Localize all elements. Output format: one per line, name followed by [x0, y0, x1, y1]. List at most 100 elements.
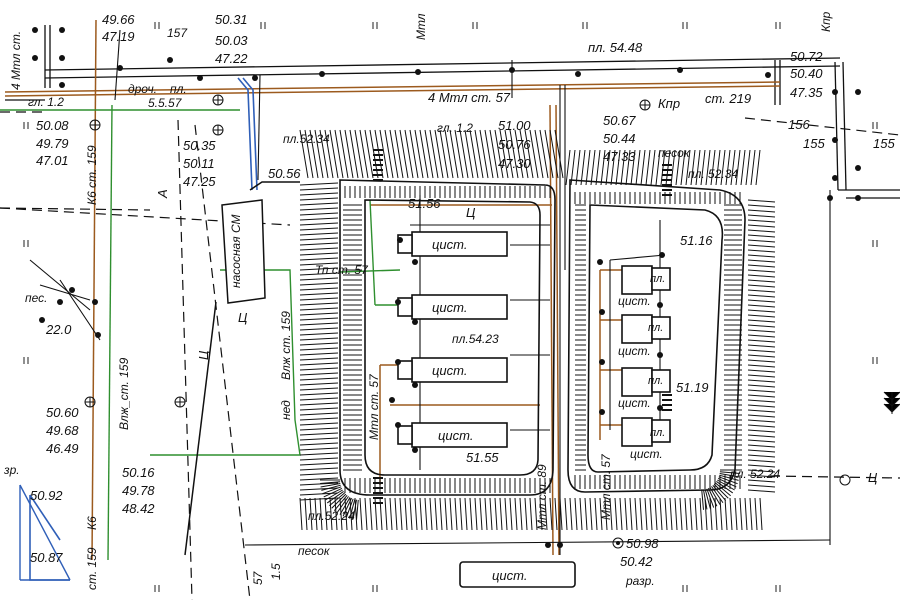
- grid-marks: [23, 22, 878, 592]
- pump-station: [184, 181, 300, 556]
- label-cist-4: цист.: [438, 428, 473, 443]
- label-val-5056: 50.56: [268, 166, 301, 181]
- label-nasosnaya: насосная СМ: [229, 214, 243, 288]
- label-zr: зр.: [3, 463, 20, 477]
- label-elev-center-2: 50.76: [498, 137, 531, 152]
- label-elev-left-bottom-2: 49.68: [46, 423, 79, 438]
- label-mtl-57-right: Мтл ст. 57: [599, 453, 613, 520]
- label-pl-5448: пл. 54.48: [588, 40, 643, 55]
- pipe-lines: [29, 29, 831, 555]
- label-dim-15: 1.5: [269, 563, 283, 580]
- label-tp-st-57: Тп ст. 57: [315, 263, 369, 277]
- label-gl-12-mid: гл. 1.2: [437, 121, 473, 135]
- label-dim-57: 57: [251, 570, 265, 585]
- label-vlj-159: Влж ст. 159: [279, 311, 293, 380]
- label-letter-c-right: Ц: [868, 470, 878, 485]
- label-cist-r1: цист.: [618, 294, 651, 308]
- label-k6-159: К6 ст. 159: [85, 145, 99, 205]
- label-mtl-4-mid: 4 Мтл ст. 57: [428, 90, 511, 105]
- label-mtl-57: Мтл ст. 57: [367, 373, 381, 440]
- label-pl-small: пл.: [170, 82, 187, 96]
- label-elev-right-top-2: 50.40: [790, 66, 823, 81]
- survey-wells: [84, 94, 851, 549]
- label-kpr-top-right: Кпр: [819, 11, 833, 32]
- label-cist-3: цист.: [432, 363, 467, 378]
- label-dim-156: 156: [788, 117, 810, 132]
- label-pesok-top: песок: [658, 146, 691, 160]
- main-road-top: [5, 25, 900, 199]
- label-val-5155: 51.55: [466, 450, 499, 465]
- label-val-5116: 51.16: [680, 233, 713, 248]
- label-pesok-bottom: песок: [298, 544, 331, 558]
- label-elev-bottom-right-1: 50.98: [626, 536, 659, 551]
- label-elev-left-bottom-1: 50.60: [46, 405, 79, 420]
- label-elev-mid-left-1: 50.35: [183, 138, 216, 153]
- label-elev-left-1: 50.08: [36, 118, 69, 133]
- stairs: [373, 149, 672, 504]
- label-val-5092: 50.92: [30, 488, 63, 503]
- label-vlj-st-159-left: Влж_ст. 159: [117, 357, 131, 430]
- label-letter-c-left: Ц: [196, 350, 211, 360]
- label-elev-right-top-1: 50.72: [790, 49, 823, 64]
- label-elev-center-right-2: 50.44: [603, 131, 636, 146]
- embankment-outlines: [339, 179, 746, 496]
- label-kpr-mid: Кпр: [658, 96, 680, 111]
- label-val-5087: 50.87: [30, 550, 63, 565]
- label-dim-155a: 155: [803, 136, 825, 151]
- label-elev-mid-left-2: 50.11: [183, 156, 215, 171]
- tanks-left: [397, 231, 508, 448]
- label-elev-top-left-1: 49.66: [102, 12, 135, 27]
- label-pl-r1: пл.: [650, 273, 665, 285]
- label-elev-top-mid-2: 50.03: [215, 33, 248, 48]
- label-letter-c-top: Ц: [466, 205, 476, 220]
- label-mtl-4-left: 4 Мтл ст.: [9, 31, 23, 90]
- map-labels: 49.66 47.19 50.31 50.03 47.22 157 Мтл пл…: [3, 11, 895, 590]
- label-gl-12-left: гл. 1.2: [28, 95, 64, 109]
- label-pl-r4: пл.: [650, 427, 665, 439]
- label-elev-mid-left-3: 47.25: [183, 174, 216, 189]
- label-dim-157: 157: [167, 26, 188, 40]
- label-st-219: ст. 219: [705, 91, 751, 106]
- label-cist-r4: цист.: [630, 447, 663, 461]
- label-elev-bottom-right-2: 50.42: [620, 554, 653, 569]
- label-elev-left-3: 47.01: [36, 153, 69, 168]
- label-k6-left: К6: [85, 516, 99, 530]
- survey-triangle: [19, 484, 71, 581]
- label-elev-left-2: 49.79: [36, 136, 69, 151]
- label-elev-center-1: 51.00: [498, 118, 531, 133]
- label-dim-155b: 155: [873, 136, 895, 151]
- label-razr: разр.: [625, 574, 655, 588]
- label-droch: дроч.: [128, 82, 157, 96]
- pole-dots: [32, 27, 861, 548]
- label-pl-5234-left: пл.52.34: [283, 132, 330, 146]
- label-val-5119: 51.19: [676, 380, 709, 395]
- label-pl-5423: пл.54.23: [452, 332, 499, 346]
- label-elev-center-right-3: 47.33: [603, 149, 636, 164]
- label-dim-5557: 5.5.57: [148, 96, 183, 110]
- label-elev-center-right-1: 50.67: [603, 113, 636, 128]
- label-cist-2: цист.: [432, 300, 467, 315]
- label-pl-5224-left: пл.52.24: [308, 509, 355, 523]
- label-elev-top-left-2: 47.19: [102, 29, 135, 44]
- utility-lines-brown: [4, 19, 781, 561]
- label-elev-top-mid-3: 47.22: [215, 51, 248, 66]
- label-pes: пес.: [25, 291, 47, 305]
- label-elev-right-top-3: 47.35: [790, 85, 823, 100]
- label-elev-bottom-mid-3: 48.42: [122, 501, 155, 516]
- label-elev-left-bottom-3: 46.49: [46, 441, 79, 456]
- label-pl-5234-right: пл. 52.34: [688, 167, 738, 181]
- label-pl-5224-right: пл. 52.24: [730, 467, 780, 481]
- label-pl-r3: пл.: [648, 375, 663, 387]
- green-lines: [0, 104, 401, 561]
- tank-bottom: [459, 561, 576, 588]
- label-st-159-left: ст. 159: [85, 547, 99, 590]
- label-elev-top-mid-1: 50.31: [215, 12, 248, 27]
- label-cist-r2: цист.: [618, 344, 651, 358]
- label-elev-bottom-mid-1: 50.16: [122, 465, 155, 480]
- tanks-right: [621, 265, 671, 447]
- label-val-5156: 51.56: [408, 196, 441, 211]
- label-cist-r3: цист.: [618, 396, 651, 410]
- tree-icon: [883, 391, 900, 414]
